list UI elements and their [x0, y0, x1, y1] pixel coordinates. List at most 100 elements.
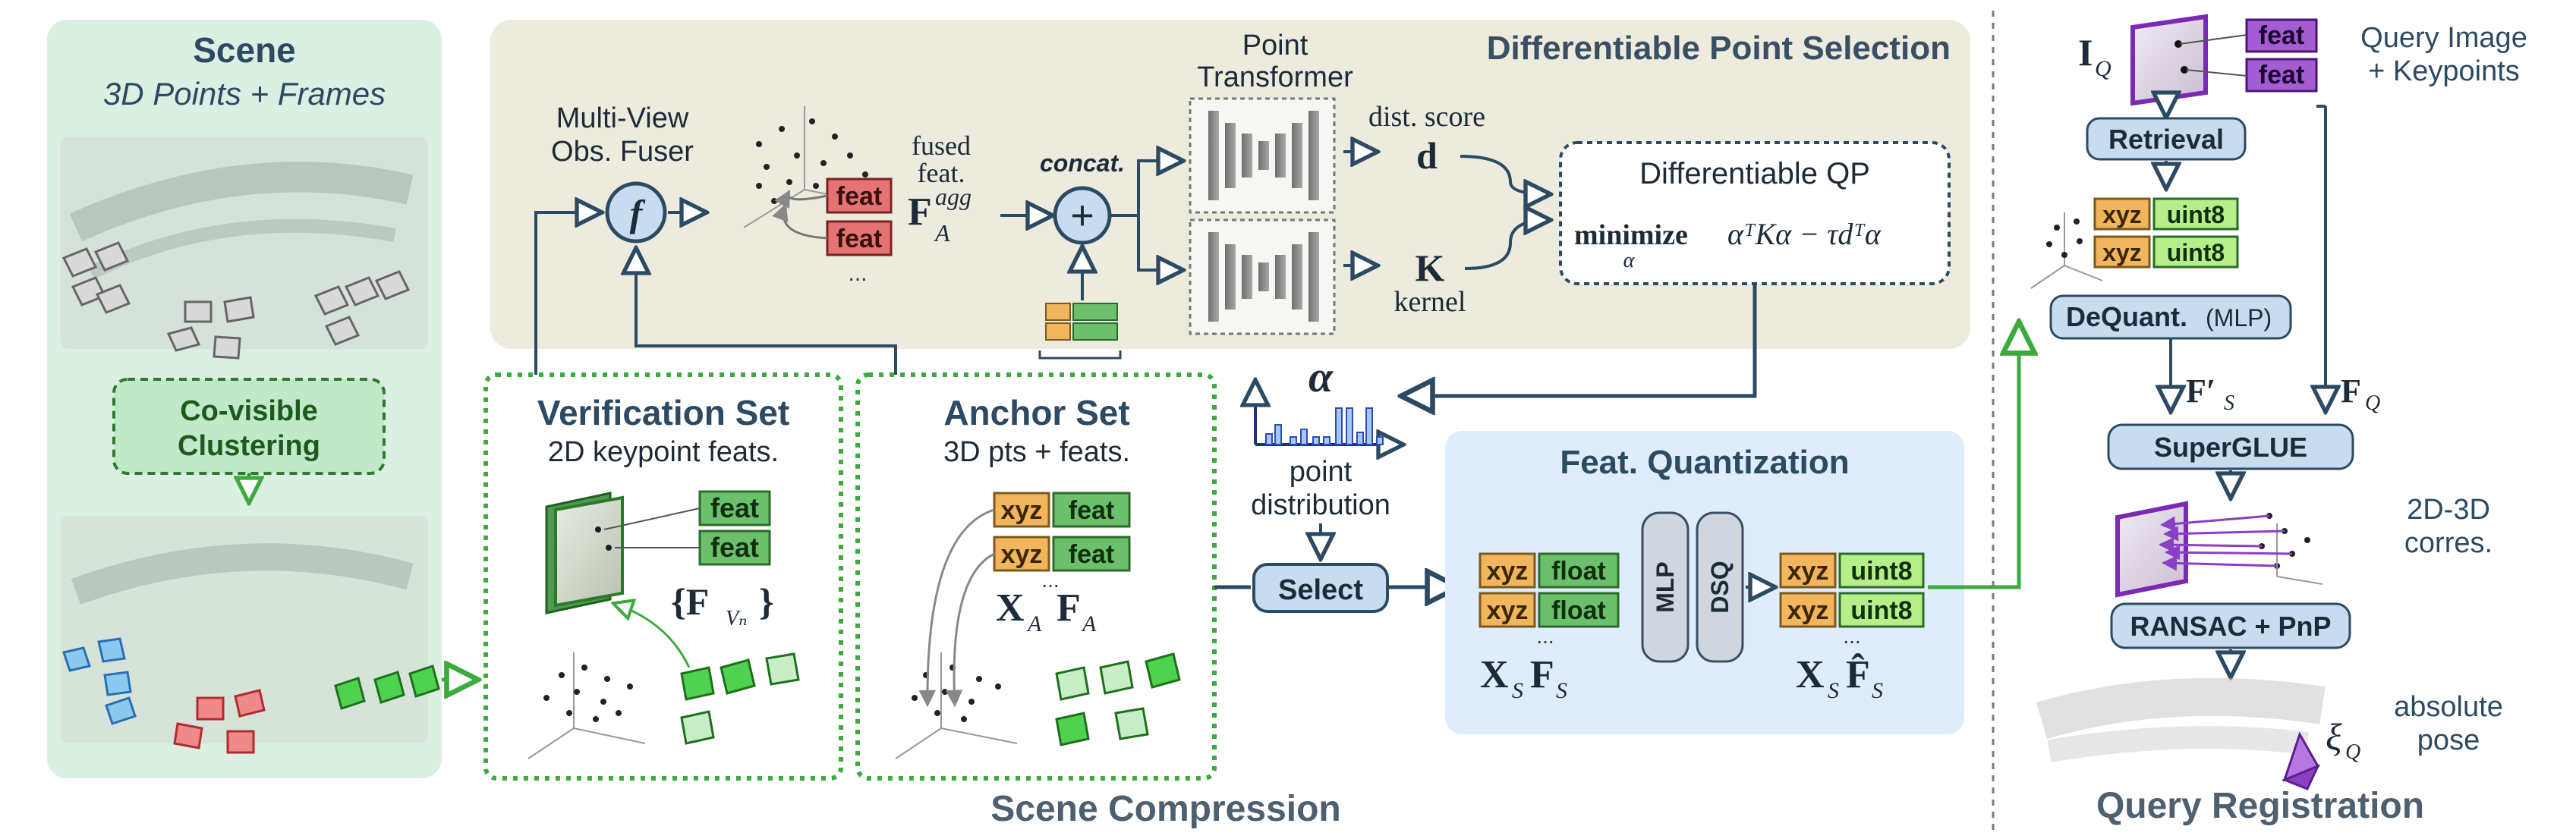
quant-out-xyz-label-2: xyz — [1787, 596, 1829, 625]
query-xyz-label-1: xyz — [2102, 201, 2142, 228]
query-uint8-label-1: uint8 — [2167, 201, 2225, 228]
retrieval-box — [2086, 117, 2247, 161]
abs-pose-label-line1: absolute — [2394, 691, 2503, 723]
anchor-xyz-label-1: xyz — [1001, 496, 1043, 525]
anchor-feat-box-2 — [1052, 536, 1131, 572]
scene-compression-label: Scene Compression — [990, 789, 1340, 829]
green-camera-cluster — [334, 665, 440, 710]
point-transformer-line2: Transformer — [1197, 61, 1353, 93]
point-distribution-line1: point — [1290, 456, 1353, 488]
fused-feat-sup: agg — [935, 183, 972, 210]
quant-title: Feat. Quantization — [1560, 444, 1849, 481]
dsq-block — [1696, 511, 1744, 663]
quant-out-xs-symbol: X — [1796, 653, 1825, 696]
verification-feat-box-2 — [698, 529, 771, 566]
superglue-label: SuperGLUE — [2154, 432, 2307, 463]
d-symbol: d — [1416, 134, 1438, 177]
abs-pose-label-line2: pose — [2417, 724, 2480, 756]
ransac-box — [2110, 602, 2351, 649]
quant-xyz-label-1: xyz — [1487, 557, 1529, 586]
cluster-label-line1: Co-visible — [180, 395, 318, 427]
quant-fs-sub: S — [1556, 678, 1567, 703]
fq-symbol: F — [2341, 372, 2361, 410]
fq-sub: Q — [2365, 391, 2380, 415]
query-image — [2130, 14, 2208, 106]
fused-feat-sub: A — [934, 219, 950, 247]
scene-title: Scene — [193, 30, 296, 70]
anchor-subtitle: 3D pts + feats. — [943, 436, 1130, 468]
verification-set-symbol: {F — [671, 580, 709, 623]
mlp-block — [1641, 511, 1690, 663]
correspondence-graphic — [2115, 501, 2323, 598]
quant-ellipsis-2: ... — [1843, 624, 1860, 648]
anchor-ellipsis: ... — [1041, 568, 1059, 592]
qp-title: Differentiable QP — [1639, 157, 1870, 190]
query-feat-label-2: feat — [2259, 61, 2304, 90]
fs-prime-sub: S — [2224, 391, 2234, 415]
xi-sub: Q — [2345, 740, 2360, 764]
query-image-sub: Q — [2095, 56, 2112, 81]
query-uint8-label-2: uint8 — [2167, 239, 2225, 266]
mini-xyz-feat-table — [1038, 303, 1122, 360]
fuser-label-line2: Obs. Fuser — [551, 136, 694, 168]
anchor-x-sub: A — [1026, 611, 1042, 636]
scene-subtitle: 3D Points + Frames — [103, 76, 386, 112]
verification-set-sub: Vₙ — [726, 607, 747, 630]
verification-set-close: } — [759, 580, 774, 623]
quant-uint8-label-2: uint8 — [1850, 596, 1912, 625]
xi-symbol: ξ — [2326, 715, 2342, 758]
point-distribution-line2: distribution — [1251, 489, 1390, 521]
quantization-panel: Feat. Quantization xyz float xyz float .… — [1445, 431, 1964, 734]
concat-label: concat. — [1040, 149, 1125, 177]
verification-point-cloud — [527, 652, 646, 759]
query-image-label-line2: + Keypoints — [2368, 55, 2520, 87]
fused-label-line2: feat. — [918, 158, 965, 188]
quant-xs-sub: S — [1512, 678, 1523, 703]
scene-panel: Scene 3D Points + Frames Co-visible Clus… — [47, 20, 475, 778]
anchor-xyz-box-2 — [993, 536, 1050, 572]
anchor-feat-box-1 — [1052, 492, 1131, 528]
quant-output-table — [1779, 552, 1925, 628]
verification-set-panel: Verification Set 2D keypoint feats. feat… — [483, 372, 843, 781]
quant-fhat-sub: S — [1872, 678, 1883, 703]
anchor-xyz-label-2: xyz — [1001, 540, 1043, 569]
mlp-label: MLP — [1652, 561, 1679, 613]
fuser-label-line1: Multi-View — [556, 102, 689, 134]
query-registration-label: Query Registration — [2096, 786, 2424, 826]
quant-uint8-label-1: uint8 — [1850, 557, 1912, 586]
dist-score-label: dist. score — [1368, 101, 1485, 133]
fs-prime-symbol: F′ — [2186, 372, 2215, 410]
quant-float-label-2: float — [1551, 596, 1606, 625]
fused-label-line1: fused — [912, 130, 971, 161]
query-image-symbol: I — [2078, 31, 2093, 74]
clustering-box — [112, 378, 386, 475]
pose-point-cloud — [2036, 677, 2326, 762]
anchor-set-panel: Anchor Set 3D pts + feats. xyz feat xyz … — [855, 372, 1217, 781]
qp-minimize: minimize — [1574, 219, 1688, 251]
red-feat-label-2: feat — [836, 225, 882, 253]
quant-fs-symbol: F — [1530, 653, 1554, 696]
quant-input-table — [1479, 552, 1620, 628]
query-xyz-label-2: xyz — [2102, 239, 2142, 266]
quant-ellipsis-1: ... — [1536, 624, 1554, 648]
dsq-label: DSQ — [1706, 561, 1734, 613]
red-camera-cluster — [173, 689, 266, 754]
quant-out-xs-sub: S — [1828, 678, 1839, 703]
verification-title: Verification Set — [537, 393, 789, 432]
corres-label-line1: 2D-3D — [2407, 494, 2490, 526]
select-label: Select — [1278, 574, 1363, 606]
anchor-x-symbol: X — [996, 586, 1025, 630]
verification-feat-label-1: feat — [710, 492, 759, 523]
dps-panel: Differentiable Point Selection Multi-Vie… — [490, 20, 1970, 360]
red-feat-box-2 — [826, 220, 893, 256]
quant-fhat-symbol: F̂ — [1846, 652, 1870, 696]
query-xyz-uint8-table — [2093, 197, 2239, 269]
quant-xyz-label-2: xyz — [1487, 596, 1529, 625]
dequant-mlp-label: (MLP) — [2206, 304, 2272, 332]
corres-label-line2: corres. — [2404, 527, 2493, 559]
query-point-cloud — [2030, 212, 2103, 289]
quant-out-xyz-label-1: xyz — [1787, 557, 1829, 586]
ransac-label: RANSAC + PnP — [2130, 611, 2331, 642]
verification-camera-frames — [680, 652, 800, 745]
query-image-label-line1: Query Image — [2360, 22, 2527, 54]
